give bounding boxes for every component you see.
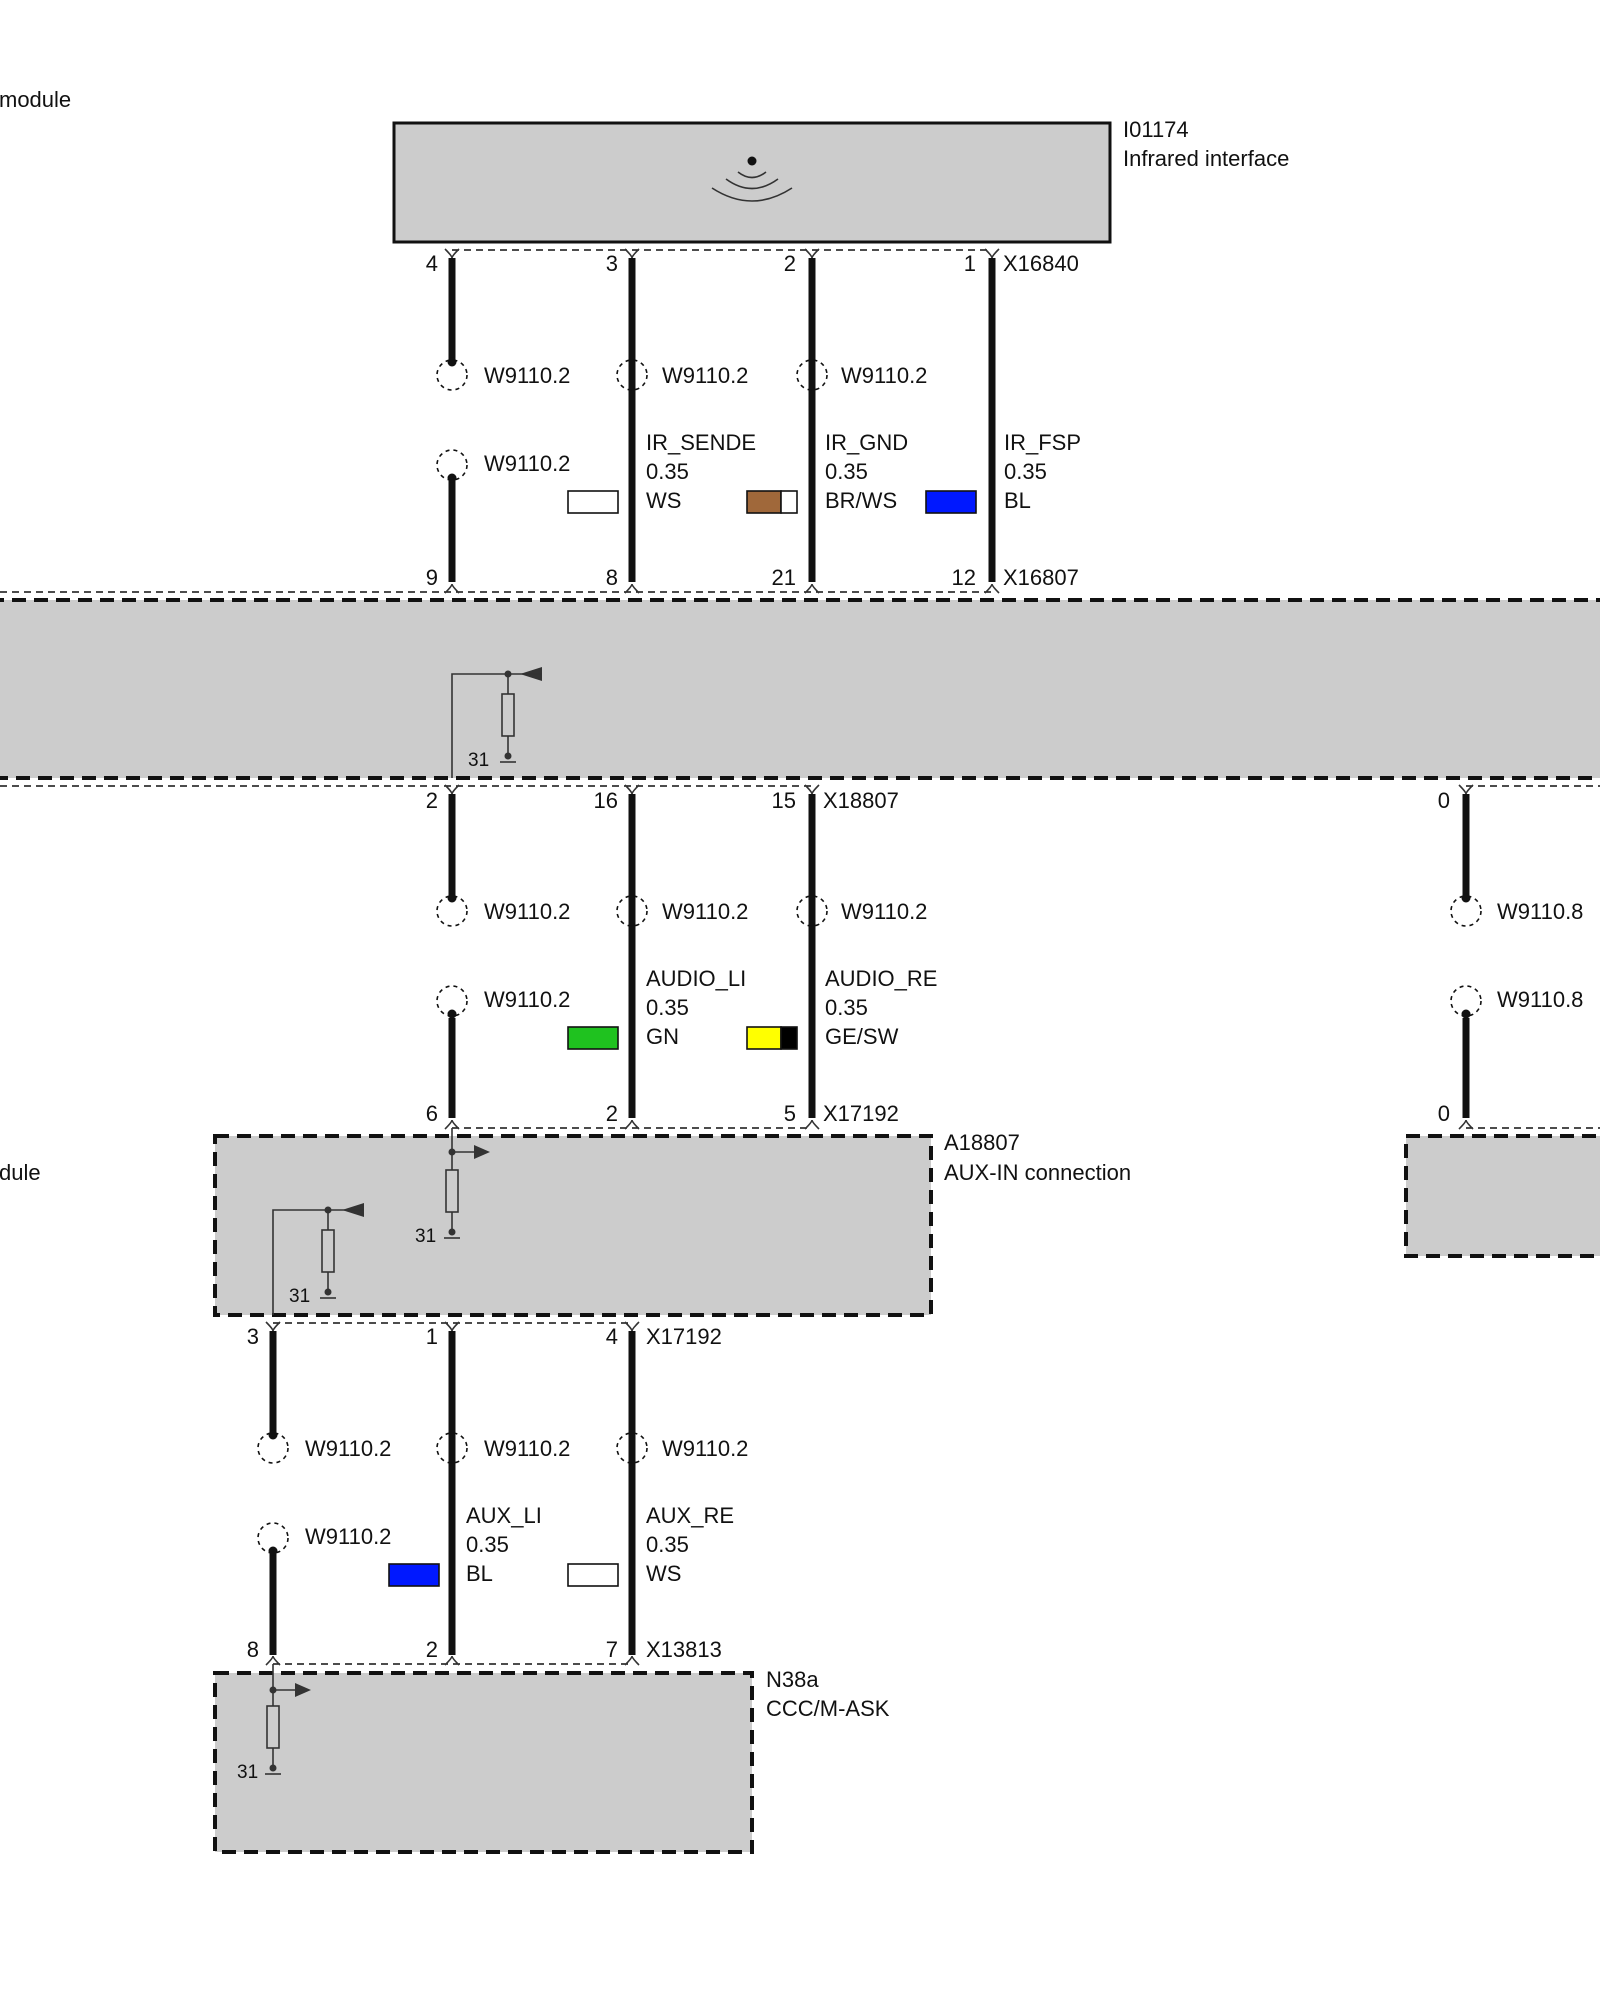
wire-color-label: BR/WS — [825, 488, 897, 513]
pin-label: 4 — [606, 1324, 618, 1349]
shield-label: W9110.2 — [662, 1436, 748, 1461]
wire-color-swatch — [567, 1026, 619, 1050]
wire-signal-label: AUX_LI — [466, 1503, 542, 1528]
connector-label: X13813 — [646, 1637, 722, 1662]
shield-label: W9110.2 — [841, 899, 927, 924]
ccc-name: CCC/M-ASK — [766, 1696, 890, 1721]
shield-label: W9110.8 — [1497, 899, 1583, 924]
pin-label: 9 — [426, 565, 438, 590]
wire-signal-label: AUDIO_RE — [825, 966, 937, 991]
wire-color-label: GE/SW — [825, 1024, 899, 1049]
wire-size-label: 0.35 — [1004, 459, 1047, 484]
shield-label: W9110.2 — [484, 899, 570, 924]
pin-label: 8 — [247, 1637, 259, 1662]
pin-label: 0 — [1438, 1101, 1450, 1126]
connector-label: X18807 — [823, 788, 899, 813]
wire-size-label: 0.35 — [825, 995, 868, 1020]
wire-size-label: 0.35 — [466, 1532, 509, 1557]
wire-color-swatch — [388, 1563, 440, 1587]
pin-label: 2 — [426, 1637, 438, 1662]
connector-label: X16840 — [1003, 251, 1079, 276]
shield-icon — [257, 1429, 648, 1557]
ccc-id: N38a — [766, 1667, 819, 1692]
wire-size-label: 0.35 — [646, 995, 689, 1020]
pin-label: 5 — [784, 1101, 796, 1126]
wire-size-label: 0.35 — [825, 459, 868, 484]
shield-label: W9110.2 — [841, 363, 927, 388]
ground-label: 31 — [289, 1286, 310, 1307]
pin-label: 3 — [606, 251, 618, 276]
shield-icon — [436, 356, 828, 484]
wire-color-label: BL — [466, 1561, 493, 1586]
pin-label: 1 — [964, 251, 976, 276]
wire-color-label: WS — [646, 1561, 681, 1586]
pin-label: 1 — [426, 1324, 438, 1349]
pin-label: 16 — [594, 788, 618, 813]
wire-color-swatch — [746, 490, 798, 514]
infrared-interface-id: I01174 — [1123, 117, 1189, 142]
ground-label: 31 — [468, 750, 489, 771]
shield-label: W9110.2 — [662, 899, 748, 924]
wire-color-swatch — [925, 490, 977, 514]
wire-color-label: WS — [646, 488, 681, 513]
connector-label: X17192 — [823, 1101, 899, 1126]
shield-label: W9110.8 — [1497, 987, 1583, 1012]
pin-label: 3 — [247, 1324, 259, 1349]
pullup-resistor-icon — [265, 1664, 311, 1775]
connector-label: X17192 — [646, 1324, 722, 1349]
pin-label: 15 — [772, 788, 796, 813]
pin-label: 6 — [426, 1101, 438, 1126]
pin-label: 21 — [772, 565, 796, 590]
infrared-icon — [711, 156, 793, 202]
shield-label: W9110.2 — [305, 1524, 391, 1549]
aux-in-connection-box — [213, 1134, 933, 1317]
shield-icon — [436, 892, 1482, 1020]
shield-label: W9110.2 — [662, 363, 748, 388]
shield-label: W9110.2 — [484, 363, 570, 388]
ccc-m-ask-box — [213, 1671, 754, 1854]
cut-component-label-mid: dule — [0, 1160, 41, 1185]
pin-label: 0 — [1438, 788, 1450, 813]
shield-label: W9110.2 — [484, 451, 570, 476]
shield-label: W9110.2 — [484, 1436, 570, 1461]
pullup-resistor-icon — [272, 1203, 364, 1315]
pin-label: 2 — [426, 788, 438, 813]
wire-signal-label: AUDIO_LI — [646, 966, 746, 991]
wire-signal-label: AUX_RE — [646, 1503, 734, 1528]
wire-size-label: 0.35 — [646, 1532, 689, 1557]
ground-label: 31 — [415, 1226, 436, 1247]
cut-component-label-top: module — [0, 87, 71, 112]
shield-label: W9110.2 — [305, 1436, 391, 1461]
infrared-interface-box — [392, 121, 1112, 244]
shield-label: W9110.2 — [484, 987, 570, 1012]
wire-signal-label: IR_GND — [825, 430, 908, 455]
wire-color-swatch — [567, 490, 619, 514]
pin-label: 2 — [606, 1101, 618, 1126]
module-box — [1404, 1134, 1600, 1258]
wire-signal-label: IR_FSP — [1004, 430, 1081, 455]
wire-size-label: 0.35 — [646, 459, 689, 484]
module-box — [0, 598, 1600, 780]
pin-label: 8 — [606, 565, 618, 590]
wire-color-label: GN — [646, 1024, 679, 1049]
pullup-resistor-icon — [444, 1128, 490, 1239]
wire-signal-label: IR_SENDE — [646, 430, 756, 455]
connector-label: X16807 — [1003, 565, 1079, 590]
infrared-interface-name: Infrared interface — [1123, 146, 1289, 171]
aux-in-id: A18807 — [944, 1130, 1020, 1155]
pin-label: 2 — [784, 251, 796, 276]
wire-color-swatch — [746, 1026, 798, 1050]
ground-label: 31 — [237, 1762, 258, 1783]
wire-color-swatch — [567, 1563, 619, 1587]
pin-label: 12 — [952, 565, 976, 590]
pin-label: 7 — [606, 1637, 618, 1662]
pin-label: 4 — [426, 251, 438, 276]
pullup-resistor-icon — [451, 667, 542, 778]
aux-in-name: AUX-IN connection — [944, 1160, 1131, 1185]
wire-color-label: BL — [1004, 488, 1031, 513]
